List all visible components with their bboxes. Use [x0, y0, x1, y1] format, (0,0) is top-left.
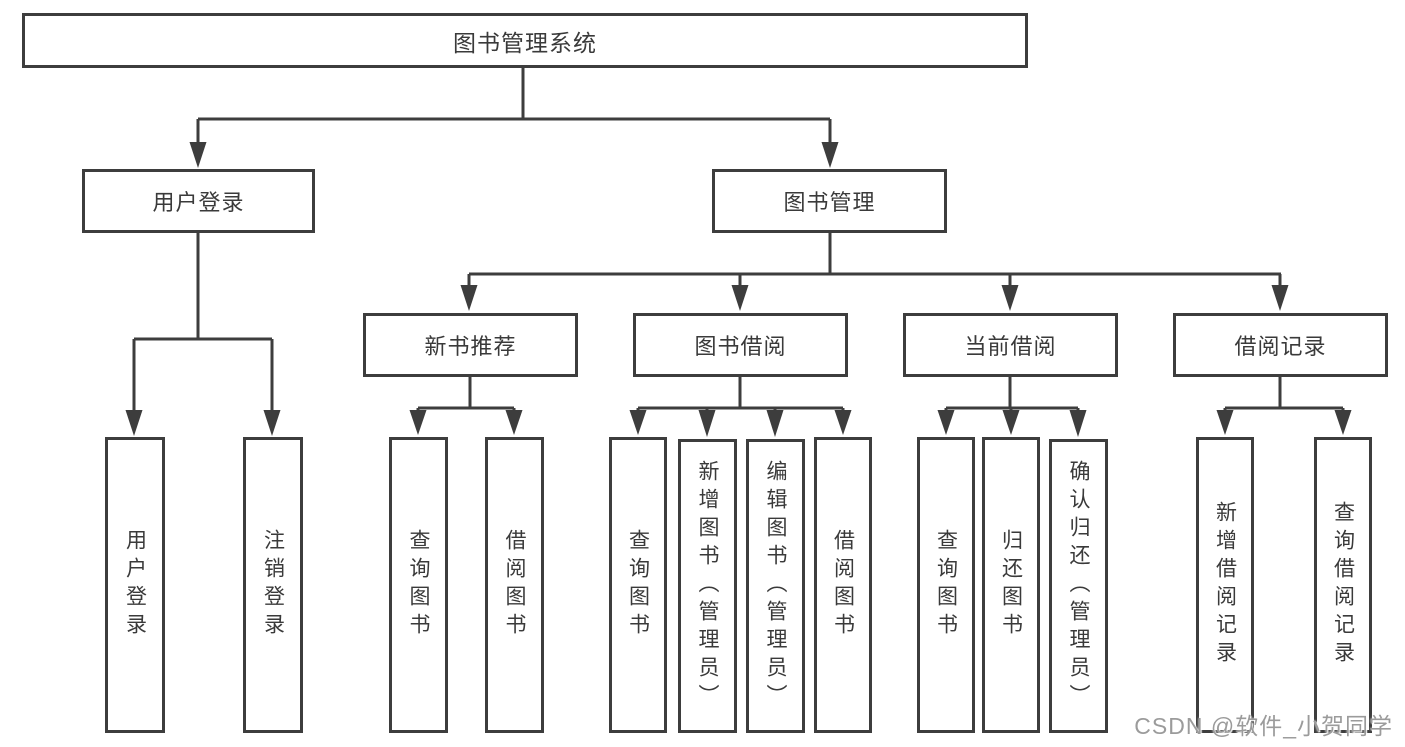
leaf-add-books-admin: 新增图书（管理员）: [678, 439, 737, 733]
leaf-label: 借阅图书: [503, 529, 526, 641]
arrowhead: [731, 285, 749, 311]
leaf-confirm-return-admin: 确认归还（管理员）: [1049, 439, 1108, 733]
leaf-label: 用户登录: [123, 529, 147, 641]
leaf-return-books: 归还图书: [982, 437, 1040, 733]
arrowhead: [1001, 285, 1019, 311]
connector-user-login-bar: [134, 233, 272, 341]
leaf-borrow-books-recommend: 借阅图书: [485, 437, 544, 733]
leaf-add-borrow-record: 新增借阅记录: [1196, 437, 1254, 733]
node-root: 图书管理系统: [22, 13, 1028, 68]
leaf-logout: 注销登录: [243, 437, 303, 733]
arrowhead: [460, 285, 478, 311]
node-user-login: 用户登录: [82, 169, 315, 233]
leaf-label: 归还图书: [999, 529, 1023, 641]
leaf-user-login: 用户登录: [105, 437, 165, 733]
leaf-query-borrow-record: 查询借阅记录: [1314, 437, 1372, 733]
connector-records-bar: [1225, 377, 1343, 410]
connector-root-bar: [198, 68, 830, 121]
arrowhead: [834, 410, 852, 435]
arrowhead: [698, 410, 716, 437]
watermark: CSDN @软件_小贺同学: [1134, 713, 1393, 739]
arrowhead: [937, 410, 955, 435]
arrowhead: [1216, 410, 1234, 435]
arrowhead: [505, 410, 523, 435]
arrowhead: [1002, 410, 1020, 435]
leaf-label: 注销登录: [261, 529, 285, 641]
arrowhead: [1069, 410, 1087, 437]
arrowhead: [821, 142, 839, 168]
connector-new-books-bar: [418, 377, 514, 410]
node-book-borrowing: 图书借阅: [633, 313, 848, 377]
arrowhead: [1271, 285, 1289, 311]
arrowhead: [629, 410, 647, 435]
leaf-label: 新增借阅记录: [1213, 501, 1237, 669]
leaf-label: 查询图书: [626, 529, 650, 641]
leaf-label: 查询借阅记录: [1331, 501, 1355, 669]
arrowhead: [263, 410, 281, 436]
leaf-query-books-recommend: 查询图书: [389, 437, 448, 733]
node-book-management: 图书管理: [712, 169, 947, 233]
leaf-query-books-current: 查询图书: [917, 437, 975, 733]
node-new-book-recommend: 新书推荐: [363, 313, 578, 377]
leaf-label: 查询图书: [934, 529, 958, 641]
leaf-label: 确认归还（管理员）: [1067, 460, 1090, 712]
leaf-borrow-books: 借阅图书: [814, 437, 872, 733]
node-current-borrowing: 当前借阅: [903, 313, 1118, 377]
leaf-query-books-borrowing: 查询图书: [609, 437, 667, 733]
node-borrowing-records: 借阅记录: [1173, 313, 1388, 377]
leaf-label: 借阅图书: [831, 529, 855, 641]
leaf-label: 查询图书: [407, 529, 430, 641]
connector-book-mgmt-bar: [469, 233, 1281, 276]
arrowhead: [766, 410, 784, 437]
connector-current-bar: [946, 377, 1078, 410]
arrowhead: [1334, 410, 1352, 435]
leaf-edit-books-admin: 编辑图书（管理员）: [746, 439, 805, 733]
leaf-label: 编辑图书（管理员）: [764, 460, 787, 712]
arrowhead: [189, 142, 207, 168]
leaf-label: 新增图书（管理员）: [696, 460, 719, 712]
arrowhead: [409, 410, 427, 435]
arrowhead: [125, 410, 143, 436]
connector-borrowing-bar: [638, 377, 843, 410]
